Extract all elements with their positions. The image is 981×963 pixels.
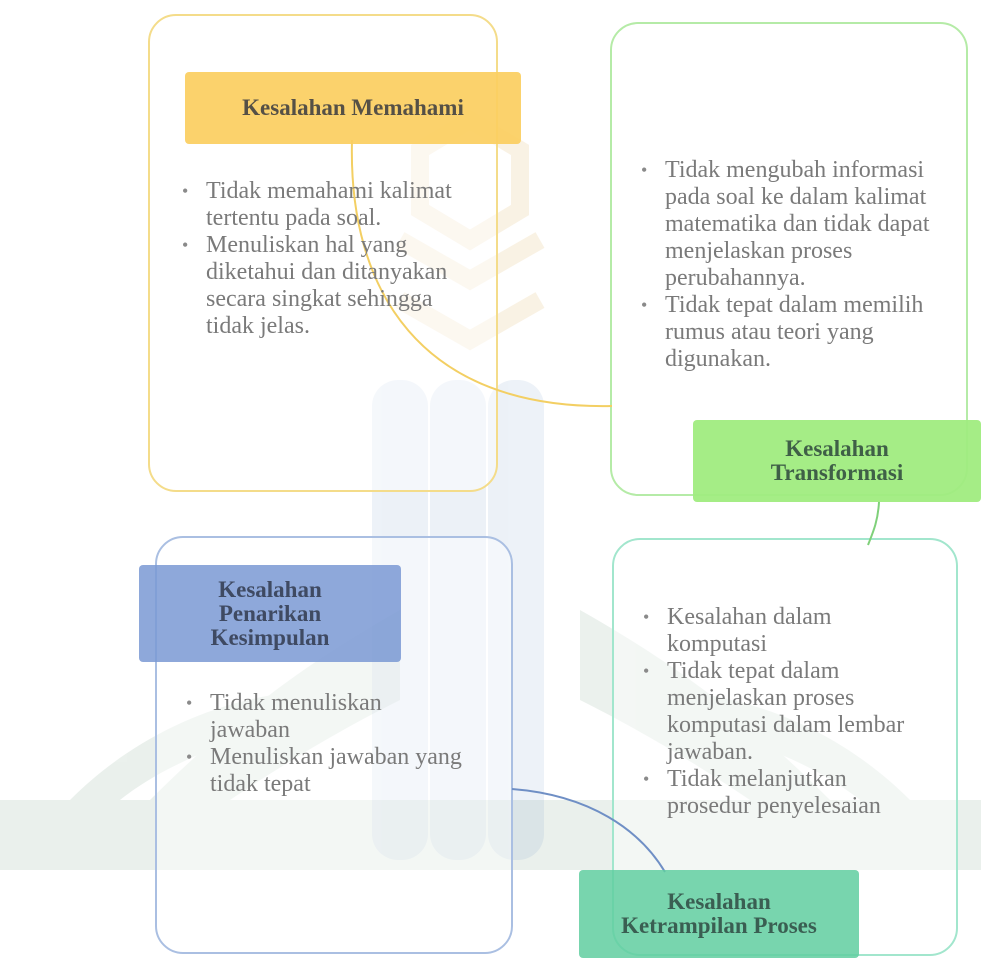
label-penarikan-line3: Kesimpulan: [210, 624, 330, 650]
label-kesalahan-transformasi: Kesalahan Transformasi: [693, 420, 981, 502]
list-transformasi: Tidak mengubah informasi pada soal ke da…: [641, 157, 933, 373]
label-kesalahan-memahami: Kesalahan Memahami: [185, 72, 521, 144]
list-item: Tidak tepat dalam menjelaskan proses kom…: [643, 658, 933, 766]
list-item: Tidak memahami kalimat tertentu pada soa…: [182, 178, 464, 232]
label-transformasi-line1: Kesalahan: [785, 436, 889, 461]
list-item: Kesalahan dalam komputasi: [643, 604, 933, 658]
list-item: Menuliskan hal yang diketahui dan ditany…: [182, 232, 464, 340]
label-penarikan-line1: Kesalahan: [218, 576, 322, 602]
label-transformasi-line2: Transformasi: [770, 460, 904, 485]
list-item: Tidak tepat dalam memilih rumus atau teo…: [641, 292, 933, 373]
label-proses-line2: Ketrampilan Proses: [621, 913, 817, 938]
watermark-pillar-3: [488, 380, 544, 860]
label-proses-line1: Kesalahan: [667, 889, 771, 914]
label-penarikan-line2: Penarikan: [218, 600, 322, 626]
list-item: Tidak menuliskan jawaban: [186, 690, 462, 744]
label-kesalahan-ketrampilan-proses: Kesalahan Ketrampilan Proses: [579, 870, 859, 958]
list-penarikan-kesimpulan: Tidak menuliskan jawaban Menuliskan jawa…: [186, 690, 462, 798]
list-ketrampilan-proses: Kesalahan dalam komputasi Tidak tepat da…: [643, 604, 933, 820]
label-memahami-text: Kesalahan Memahami: [242, 95, 464, 120]
label-kesalahan-penarikan-kesimpulan: Kesalahan Penarikan Kesimpulan: [139, 565, 401, 662]
list-memahami: Tidak memahami kalimat tertentu pada soa…: [182, 178, 464, 340]
list-item: Tidak mengubah informasi pada soal ke da…: [641, 157, 933, 292]
list-item: Menuliskan jawaban yang tidak tepat: [186, 744, 462, 798]
list-item: Tidak melanjutkan prosedur penyelesaian: [643, 766, 933, 820]
